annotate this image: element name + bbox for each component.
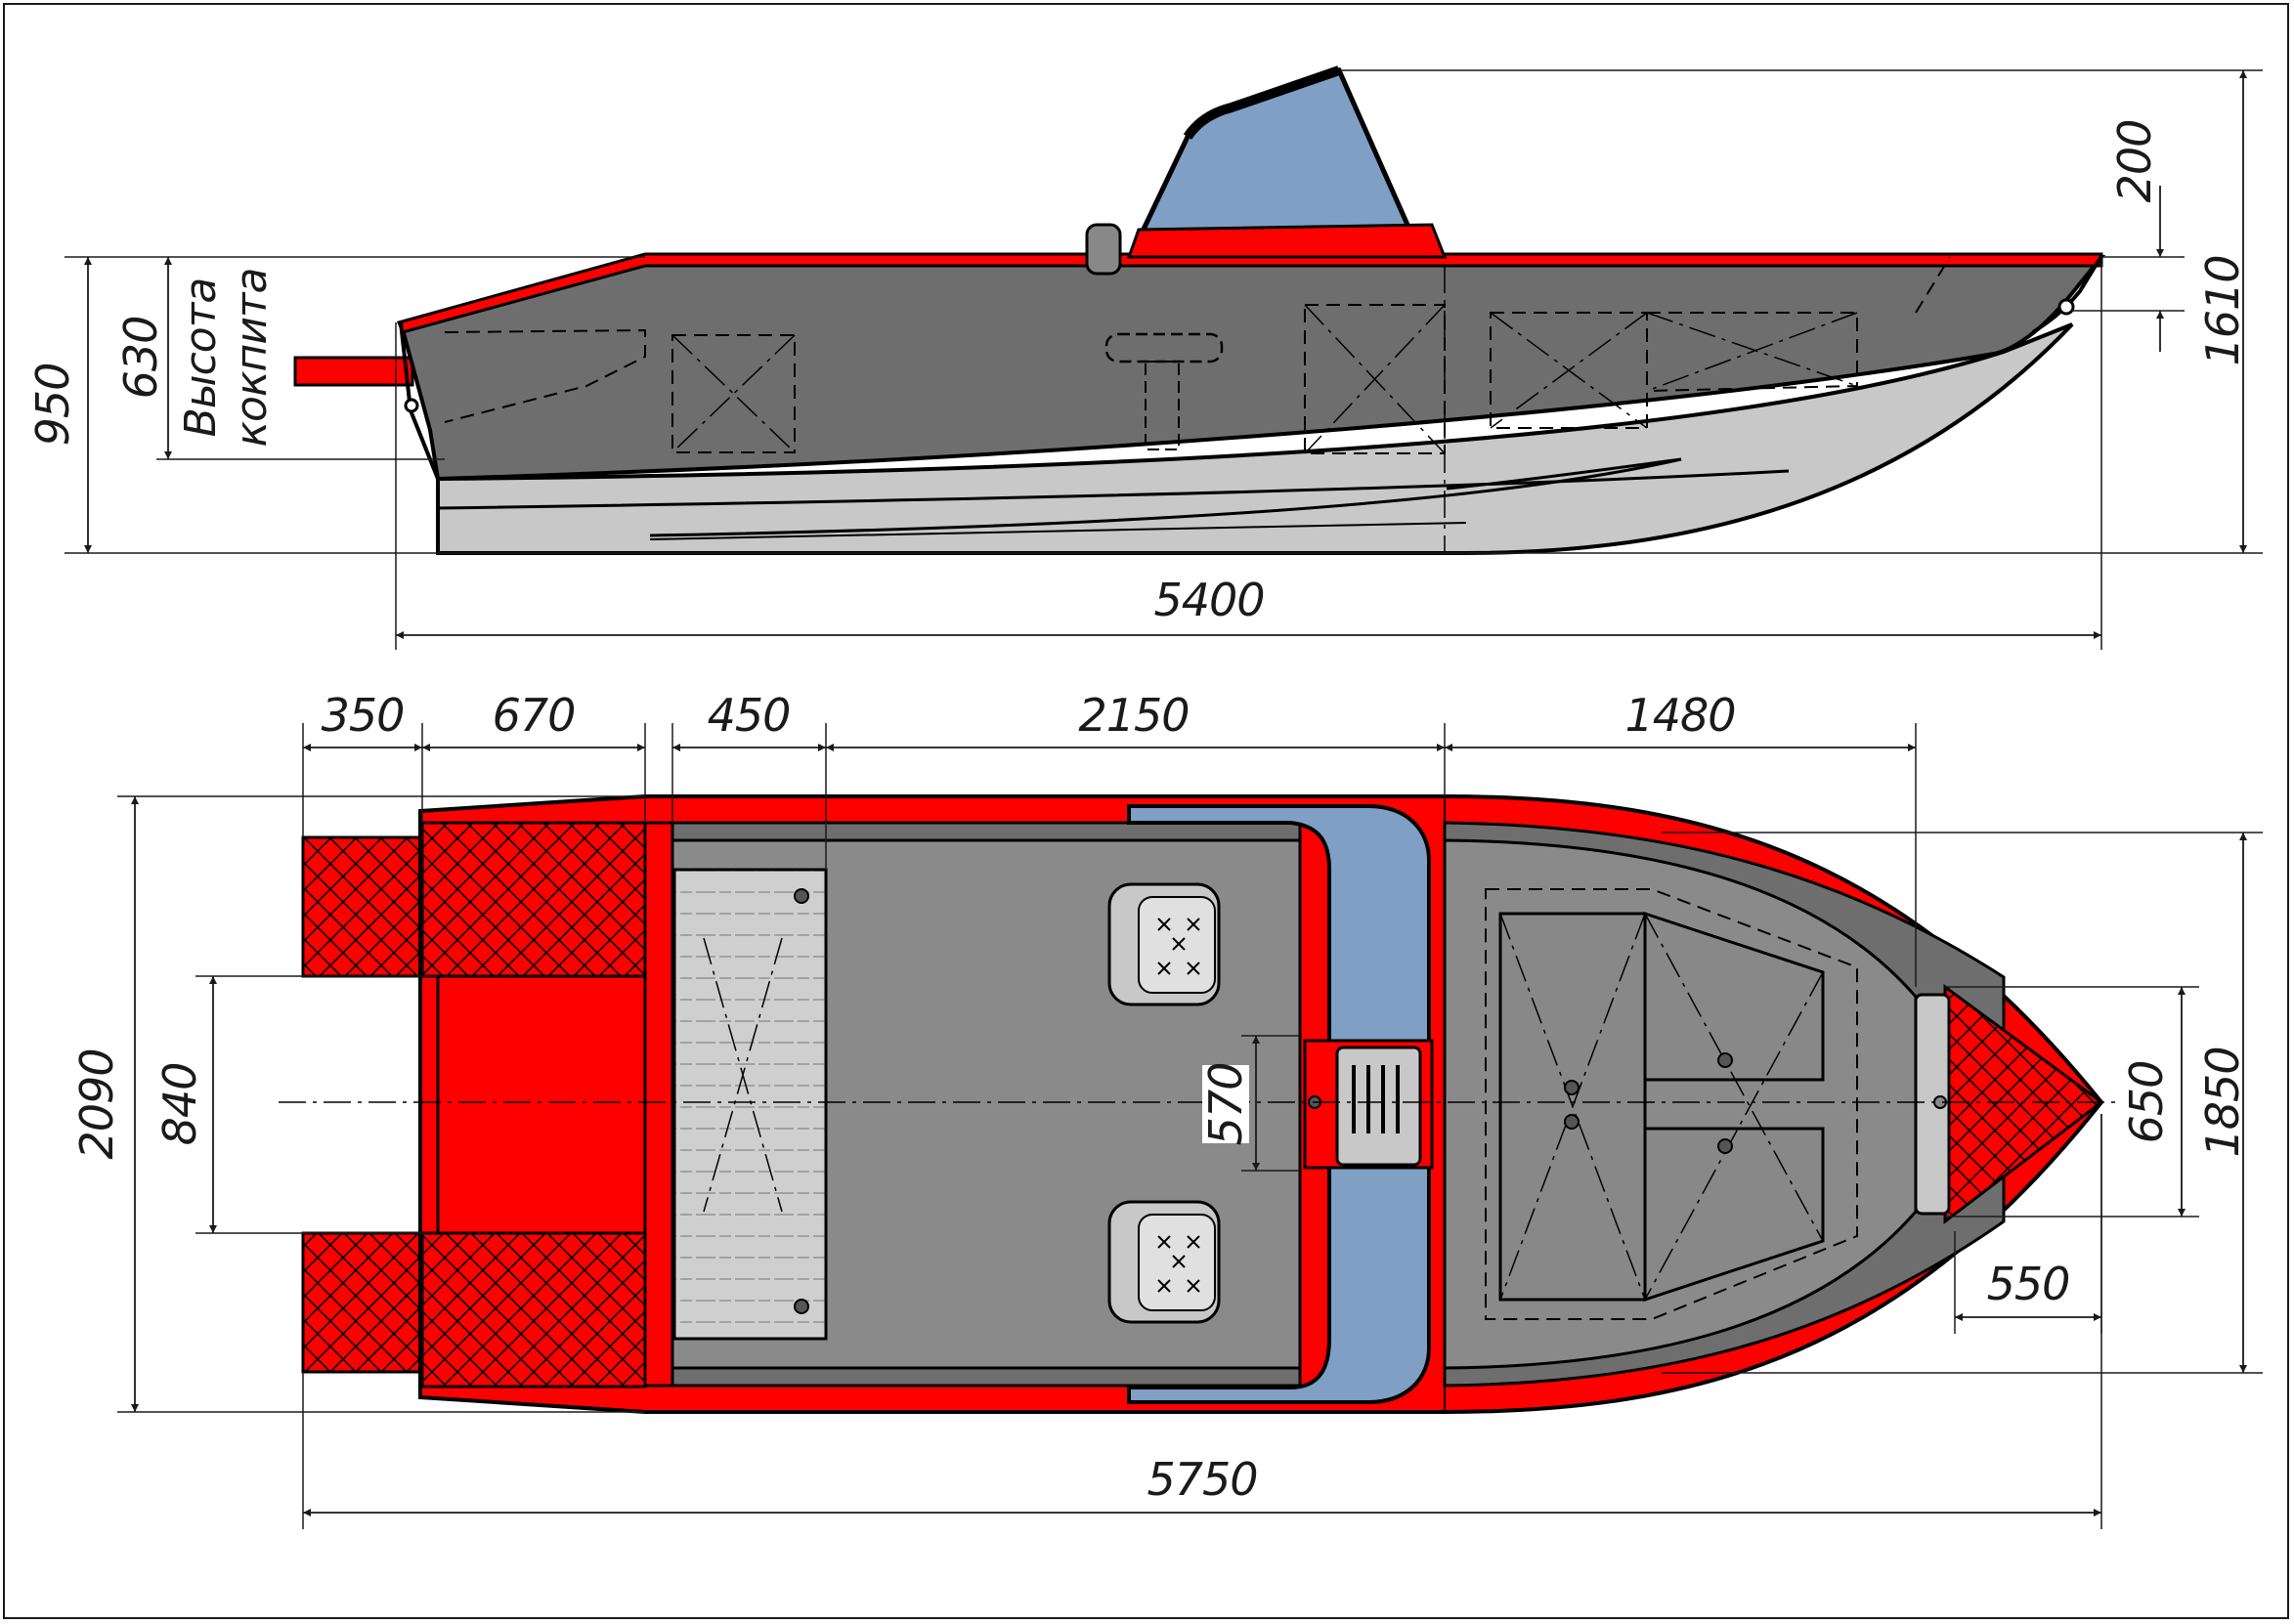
seat-cushion [1104,332,1224,363]
motor-well [436,974,647,1235]
drawing-frame [3,3,2289,1619]
plank-floor [672,868,828,1341]
side-view: 5400 950 630 Высота кокпита 200 1610 [26,65,2263,650]
length-label: 5400 [1153,574,1264,626]
total-length-label: 5750 [1147,1453,1257,1506]
bow-hatch [1914,993,1951,1216]
hull-height-label: 950 [26,363,79,447]
console-width-label: 570 [1199,1063,1252,1146]
stern-sponson-bottom [301,1231,424,1374]
rear-deck-bottom [420,1231,647,1389]
segment-label-1: 350 [322,689,405,742]
windshield-top [1127,804,1431,1404]
total-height-label: 1610 [2196,255,2249,365]
bow-locker-length-label: 550 [1987,1258,2070,1310]
hull-bottom [436,322,2074,555]
bow-eye [2057,298,2075,316]
seat-backrest [1085,223,1122,276]
outboard-bracket [293,356,414,387]
console-top [1126,223,1448,259]
segment-label-5: 1480 [1624,689,1735,742]
segment-label-3: 450 [708,689,791,742]
segment-label-2: 670 [493,689,576,742]
windshield-height-label: 200 [2108,120,2161,203]
cockpit-height-label: 630 [114,317,167,400]
bow-compartment-top [1643,911,1825,1082]
cockpit-label-line1: Высота [176,278,226,438]
bow-locker-width-label: 650 [2120,1061,2173,1144]
rear-deck-top [420,821,647,978]
segment-label-4: 2150 [1078,689,1189,742]
stern-eye [404,398,419,413]
transom-width-label: 840 [153,1063,206,1146]
cockpit-label-line2: кокпита [227,268,277,447]
top-view: 350 670 450 2150 1480 2090 840 570 1850 … [70,689,2263,1529]
bow-width-label: 1850 [2196,1047,2249,1157]
overall-width-label: 2090 [70,1048,123,1159]
steering-grid [1335,1046,1422,1167]
stern-sponson-top [301,835,424,978]
